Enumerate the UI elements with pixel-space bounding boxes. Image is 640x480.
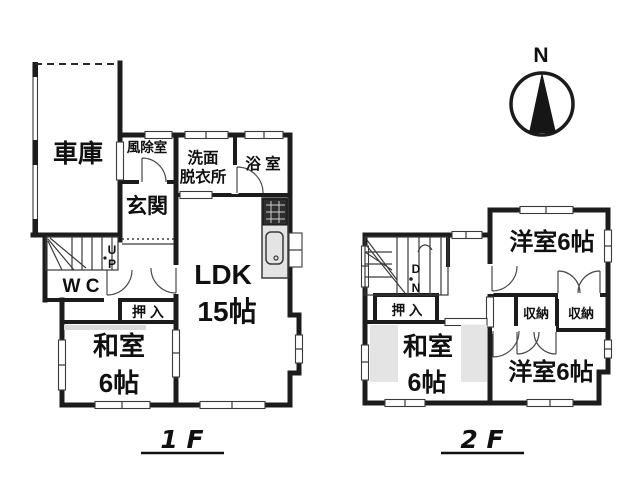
f2-tatami-fusuma [444,317,488,327]
room-label-storage-left: 収納 [523,306,549,321]
room-label-windbreak: 風除室 [127,139,168,155]
windbreak-door-arc [141,157,167,183]
bath-door-arc [236,166,264,194]
stairs-down-label-n: N [412,281,421,295]
stairs-up-label-p: P [108,257,116,271]
f1-washroom-entry-opening [179,190,213,200]
f2-storage-dividers [514,293,559,332]
f2-storage-left-opening [517,326,556,334]
stairs2-arrow-curve [417,244,433,253]
storage-right-double-doors [557,270,601,294]
room-label-western-bottom: 洋室6帖 [508,358,593,386]
stairs-treads [47,237,113,271]
room-label-storage-right: 収納 [568,306,594,321]
room-label-tatami-size-1f: 6帖 [99,368,139,398]
stairs2-outline [364,236,449,296]
room-label-ldk-size: 15帖 [197,296,256,327]
compass-north-label: N [533,44,548,67]
garage-wall-segment [32,219,38,235]
stairs-up-label-u: U [108,243,117,257]
room-label-wc: W C [63,276,100,297]
floor2-label: 2 F [460,425,503,454]
room-label-western-top: 洋室6帖 [509,228,594,256]
garage-wall-segment [32,62,38,77]
f1-garage-access-opening [115,141,125,181]
f1-kitchen [261,197,303,279]
room-label-closet-1f: 押 入 [132,304,164,320]
floor2-plan: D N 押 入 和室 6帖 洋室6帖 収納 収納 洋室6帖 2 F [360,205,613,455]
f2-storage-right-opening [558,291,600,299]
room-label-tatami-size-2f: 6帖 [408,369,447,397]
storage-left-double-doors [516,331,557,355]
f1-window-ticks [58,131,303,409]
stairs-dot [103,256,107,260]
f1-right-wall [287,132,302,408]
floor2-stairs[interactable] [364,236,449,296]
room-label-garage: 車庫 [53,140,103,168]
stairs-down-label-d: D [412,262,421,276]
garage-wall-segment [32,140,38,165]
f2-tatami-shade-right [461,325,487,382]
f1-bath-door-opening [231,165,239,194]
f1-entry-door-window [144,130,173,140]
room-label-bathroom: 浴 室 [245,154,280,173]
f1-tatami-shade [64,325,146,330]
f1-windbreak-door-opening [139,178,167,186]
f2-hall-passage [485,296,495,328]
stairs2-treads [364,237,442,295]
ldk-door-arc [150,267,177,294]
room-label-tatami-2f: 和室 [403,332,453,361]
stove-grid [266,201,285,223]
f2-hall-top-window [451,230,483,240]
stairs2-dot [409,277,413,281]
bottom-room-door-arc [492,330,520,358]
f2-right-wall [596,207,611,406]
compass-needle-icon [529,72,556,133]
f2-tatami-shade-left [370,325,398,382]
room-label-washroom-1: 洗面 [187,148,218,167]
sink-icon [265,231,284,265]
room-label-closet-2f: 押 入 [392,302,423,318]
kitchen-counter [261,197,289,279]
floor1-windows [57,130,304,410]
f2-bottom-room-door-opening [492,326,517,334]
f1-hall-gap [104,296,118,304]
sink-drain [273,255,279,261]
room-label-washroom-2: 脱衣所 [180,167,227,186]
floor2-windows [360,205,613,408]
room-label-entrance: 玄関 [126,194,168,218]
top-room-door-arc [491,265,518,292]
floor2-doors [491,265,601,358]
floor1-plan: 車庫 風除室 洗面 脱衣所 浴 室 玄関 U P W C 押 入 和室 6帖 L… [30,60,304,455]
room-label-ldk: LDK [194,259,252,290]
floor1-stairs[interactable] [45,236,119,271]
f2-top-room-door-opening [486,264,494,294]
room-label-tatami-1f: 和室 [93,331,145,361]
compass: N [509,44,575,137]
wc-door-arc [106,269,133,296]
floor1-label: 1 F [160,425,203,454]
floor1-doors [106,157,264,296]
